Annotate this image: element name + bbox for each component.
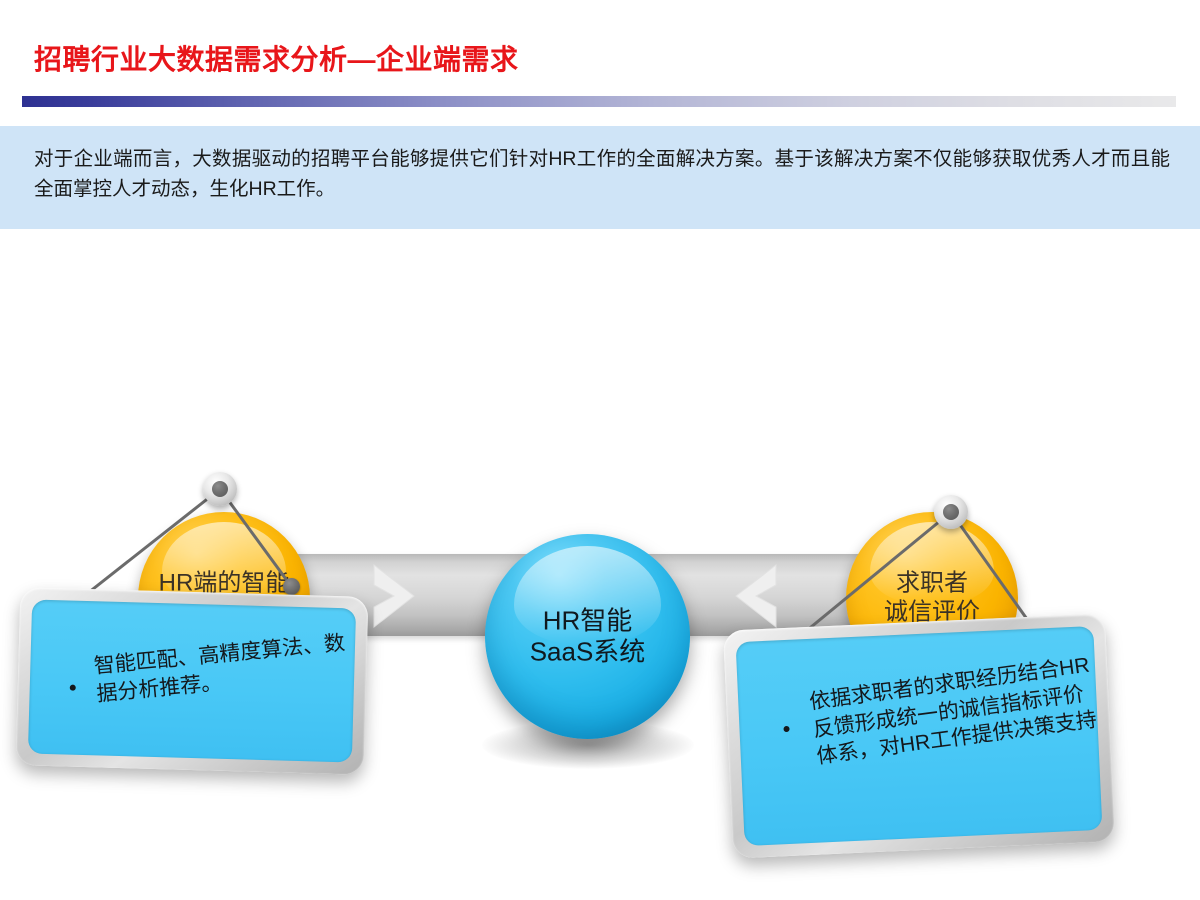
intro-banner: 对于企业端而言，大数据驱动的招聘平台能够提供它们针对HR工作的全面解决方案。基于… [0,126,1200,229]
intro-paragraph: 对于企业端而言，大数据驱动的招聘平台能够提供它们针对HR工作的全面解决方案。基于… [34,148,1170,200]
callout-text: 智能匹配、高精度算法、数据分析推荐。 [92,631,346,706]
page-title: 招聘行业大数据需求分析—企业端需求 [34,44,519,75]
hanger-knob [283,578,300,595]
callout-right[interactable]: 依据求职者的求职经历结合HR反馈形成统一的诚信指标评价体系，对HR工作提供决策支… [723,613,1115,859]
sphere-highlight [513,546,662,645]
callout-left[interactable]: 智能匹配、高精度算法、数据分析推荐。 [15,587,369,775]
title-divider [22,96,1176,107]
chevron-right-icon [368,561,424,631]
callout-panel: 智能匹配、高精度算法、数据分析推荐。 [27,599,357,763]
callout-panel: 依据求职者的求职经历结合HR反馈形成统一的诚信指标评价体系，对HR工作提供决策支… [735,625,1103,847]
sphere-highlight [870,522,994,605]
node-label: HR智能 SaaS系统 [529,604,646,667]
callout-text: 依据求职者的求职经历结合HR反馈形成统一的诚信指标评价体系，对HR工作提供决策支… [808,653,1099,769]
hanger-pin-right [934,495,968,529]
node-hr-saas[interactable]: HR智能 SaaS系统 [485,534,690,739]
hanger-pin-left [203,472,237,506]
chevron-left-icon [726,561,782,631]
bullet-marker [783,725,790,733]
bullet-marker [69,684,76,691]
